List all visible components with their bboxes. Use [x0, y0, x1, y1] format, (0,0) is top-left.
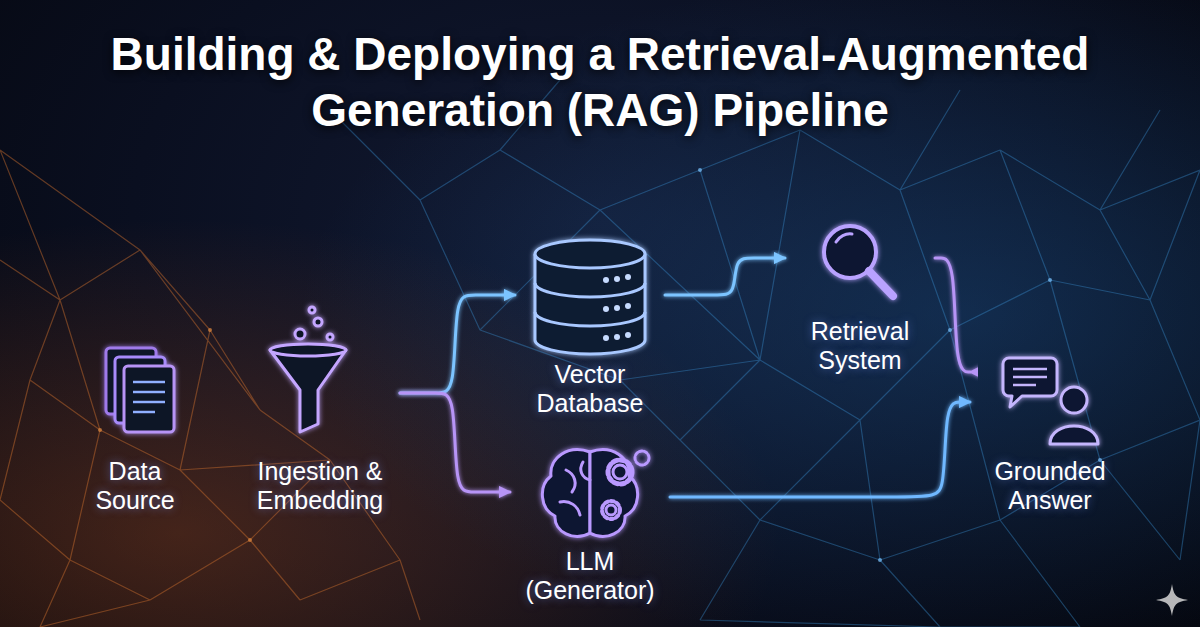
text-lines [1013, 369, 1047, 385]
status-dot [603, 335, 609, 341]
brain-icon [542, 450, 649, 537]
text-lines [133, 382, 165, 412]
process-node: Retrieval System [785, 218, 935, 375]
mesh-dot [698, 168, 702, 172]
status-dot [603, 306, 609, 312]
flow-arrow [665, 258, 785, 295]
brain-fold [560, 462, 590, 515]
flow-arrow [400, 295, 515, 393]
mesh-dot [948, 328, 952, 332]
status-dot [603, 277, 609, 283]
bubble [295, 329, 305, 339]
node-label: LLM (Generator) [510, 547, 670, 605]
gear-teeth [635, 451, 649, 465]
magnifier-icon [824, 226, 893, 296]
process-node: LLM (Generator) [510, 440, 670, 605]
gear-teeth [608, 460, 632, 484]
mesh-dot [878, 558, 882, 562]
process-node: Vector Database [515, 232, 665, 418]
bubble [327, 334, 333, 340]
status-dot [614, 276, 620, 282]
lens-highlight [836, 234, 852, 242]
process-node: Ingestion & Embedding [240, 305, 400, 515]
flow-arrow [200, 392, 240, 395]
answer-icon [1003, 358, 1098, 444]
status-dot [625, 303, 631, 309]
page-shape [124, 366, 174, 432]
funnel-shape [270, 350, 346, 432]
page-title: Building & Deploying a Retrieval-Augment… [40, 26, 1160, 138]
status-dot [625, 332, 631, 338]
person-body [1050, 426, 1098, 444]
node-label: Vector Database [515, 360, 665, 418]
process-node: Grounded Answer [970, 350, 1130, 515]
mesh-dot [208, 328, 212, 332]
cylinder-top [535, 240, 645, 268]
mesh-dot [98, 428, 102, 432]
mesh-dot [1048, 278, 1052, 282]
network-mesh [330, 80, 1200, 627]
process-node: Data Source [70, 340, 200, 515]
flow-arrow [670, 402, 970, 497]
brain-lobe [590, 450, 638, 537]
node-label: Grounded Answer [970, 457, 1130, 515]
network-mesh [0, 150, 420, 627]
brain-lobe [542, 450, 590, 537]
bubble [309, 307, 315, 313]
flow-arrow [935, 258, 970, 372]
status-dot [625, 274, 631, 280]
mesh-dot [248, 538, 252, 542]
database-icon [535, 240, 645, 354]
gear-teeth [602, 501, 620, 519]
node-label: Data Source [70, 457, 200, 515]
mesh-dots [98, 168, 1102, 562]
gear [613, 465, 627, 479]
chat-bubble [1003, 358, 1057, 407]
funnel-icon [270, 307, 346, 432]
person-head [1061, 387, 1087, 413]
status-dot [614, 334, 620, 340]
status-dot [614, 305, 620, 311]
node-label: Retrieval System [785, 317, 935, 375]
documents-icon [106, 348, 174, 432]
gear [606, 505, 616, 515]
cylinder-band [535, 283, 645, 326]
flow-arrow [400, 393, 510, 492]
bubble [314, 318, 322, 326]
node-label: Ingestion & Embedding [240, 457, 400, 515]
funnel-rim [270, 344, 346, 356]
handle [869, 271, 893, 296]
sparkle-watermark [1156, 584, 1188, 616]
